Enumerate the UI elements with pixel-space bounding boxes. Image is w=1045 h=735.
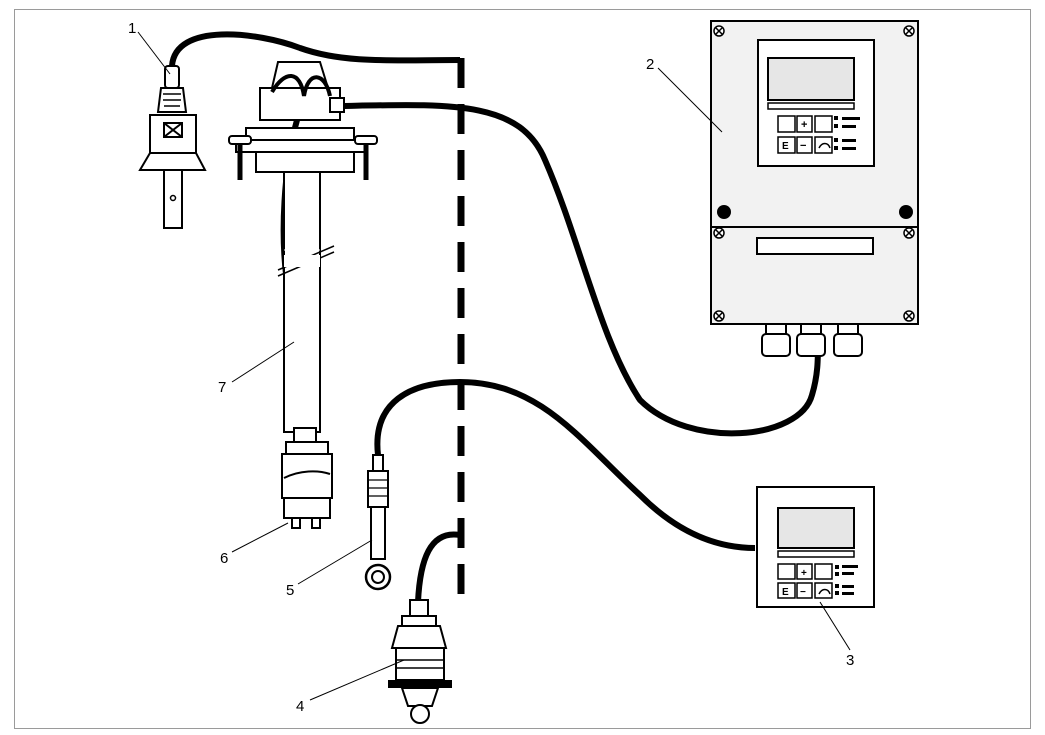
immersion-assembly bbox=[228, 61, 378, 529]
callout-4: 4 bbox=[296, 698, 304, 715]
leader-lines bbox=[137, 31, 851, 701]
enter-key-label: E bbox=[782, 141, 789, 152]
callout-6: 6 bbox=[220, 550, 228, 567]
callout-7: 7 bbox=[218, 379, 226, 396]
panel-minus-key-label: − bbox=[800, 587, 806, 598]
callout-1: 1 bbox=[128, 20, 136, 37]
sensor-5 bbox=[364, 454, 392, 591]
panel-enter-key-label: E bbox=[782, 587, 789, 598]
sensor-1 bbox=[138, 65, 207, 229]
cable-sensor-1 bbox=[169, 31, 461, 67]
callout-5: 5 bbox=[286, 582, 294, 599]
panel-instrument: + E − bbox=[756, 486, 875, 608]
sensor-4 bbox=[388, 599, 452, 724]
minus-key-label: − bbox=[800, 140, 806, 152]
field-transmitter: + E − bbox=[710, 20, 919, 357]
callout-2: 2 bbox=[646, 56, 654, 73]
callout-3: 3 bbox=[846, 652, 854, 669]
cable-sensor-5 bbox=[374, 378, 756, 551]
plus-key-label: + bbox=[801, 119, 807, 131]
cable-sensor-4 bbox=[415, 531, 461, 603]
panel-plus-key-label: + bbox=[801, 568, 807, 579]
screw-icon bbox=[713, 25, 915, 322]
figure-frame bbox=[14, 9, 1031, 729]
cable-glands bbox=[761, 323, 863, 357]
cable-assembly-to-transmitter bbox=[339, 102, 821, 437]
